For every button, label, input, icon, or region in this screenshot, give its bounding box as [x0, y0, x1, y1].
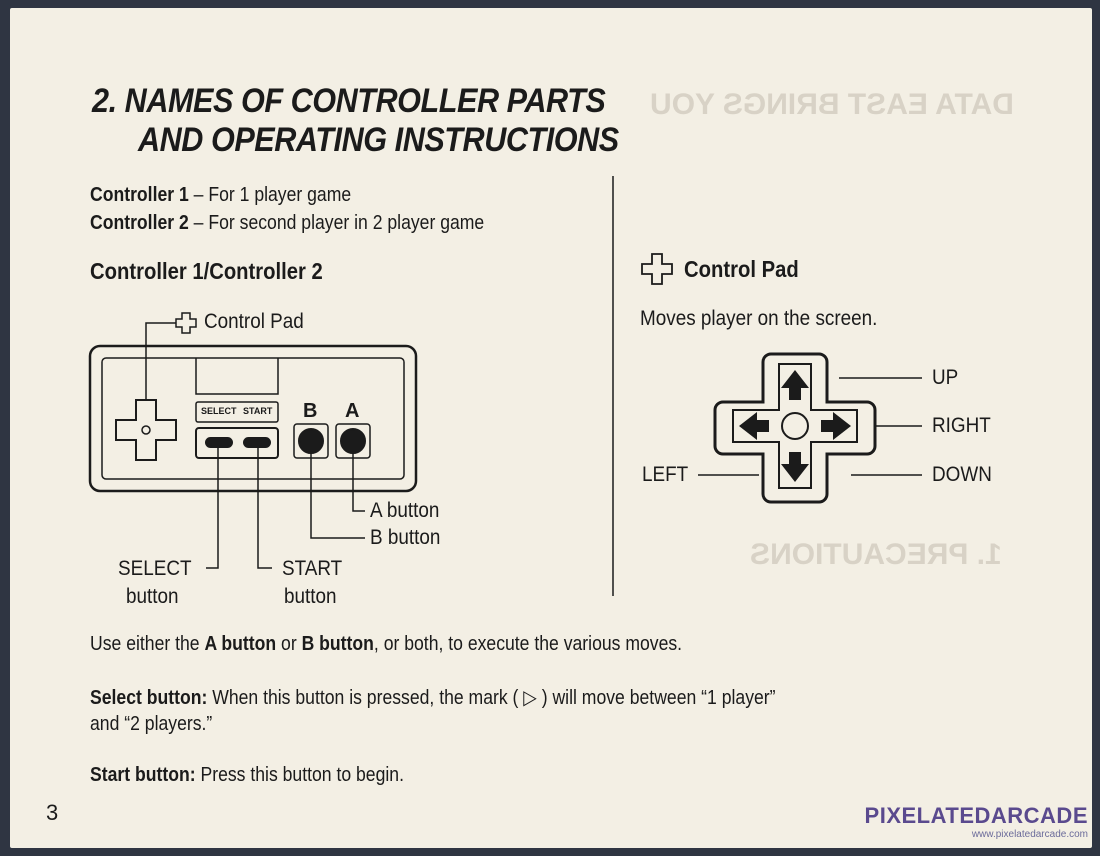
manual-page: DATA EAST BRINGS YOU 1. PRECAUTIONS 2. N…: [10, 8, 1092, 848]
control-pad-heading: Control Pad: [684, 256, 799, 282]
start-button-label: Start button:: [90, 764, 196, 786]
controller-diagram: [88, 176, 922, 596]
select-small-label: SELECT: [201, 406, 237, 416]
select-button-label: Select button:: [90, 687, 208, 709]
controller-1-line: Controller 1 – For 1 player game: [90, 184, 351, 207]
select-callout-label-line2: button: [126, 585, 179, 608]
a-button-callout-label: A button: [370, 499, 440, 522]
select-button-text: When this button is pressed, the mark ( …: [207, 687, 776, 709]
watermark-main: PIXELATEDARCADE: [864, 803, 1088, 828]
watermark-url: www.pixelatedarcade.com: [971, 829, 1088, 840]
instruction-start-line: Start button: Press this button to begin…: [90, 764, 404, 787]
start-callout-label-line2: button: [284, 585, 337, 608]
dpad-right-label: RIGHT: [932, 414, 991, 437]
instruction-text: or: [276, 633, 302, 655]
dpad-up-label: UP: [932, 366, 959, 389]
select-callout-label-line1: SELECT: [118, 557, 192, 580]
instruction-text: , or both, to execute the various moves.: [373, 633, 683, 655]
page-title-line1: 2. NAMES OF CONTROLLER PARTS: [92, 82, 606, 120]
b-button-callout-label: B button: [370, 526, 441, 549]
instruction-text: Use either the: [90, 633, 205, 655]
diagram-heading: Controller 1/Controller 2: [90, 258, 323, 284]
start-callout-label-line1: START: [282, 557, 343, 580]
start-small-label: START: [243, 406, 273, 416]
controller-1-label: Controller 1: [90, 184, 189, 206]
dpad-down-label: DOWN: [932, 463, 992, 486]
control-pad-desc: Moves player on the screen.: [640, 307, 878, 330]
controller-2-desc: – For second player in 2 player game: [188, 212, 485, 234]
controller-2-label: Controller 2: [90, 212, 189, 234]
controller-1-desc: – For 1 player game: [188, 184, 352, 206]
controller-2-line: Controller 2 – For second player in 2 pl…: [90, 212, 484, 235]
start-button-text: Press this button to begin.: [195, 764, 404, 786]
a-small-label: A: [345, 400, 360, 422]
page-title-line2: AND OPERATING INSTRUCTIONS: [138, 121, 619, 159]
instruction-select-line: Select button: When this button is press…: [90, 685, 776, 710]
site-watermark: PIXELATEDARCADE www.pixelatedarcade.com: [865, 803, 1088, 840]
instruction-b-button: B button: [301, 633, 374, 655]
page-number: 3: [46, 800, 59, 825]
dpad-left-label: LEFT: [642, 463, 689, 486]
instruction-a-button: A button: [204, 633, 277, 655]
instruction-select-line2: and “2 players.”: [90, 713, 213, 735]
instruction-buttons-line: Use either the A button or B button, or …: [90, 633, 682, 656]
control-pad-callout-label: Control Pad: [204, 310, 304, 333]
b-small-label: B: [303, 400, 318, 422]
